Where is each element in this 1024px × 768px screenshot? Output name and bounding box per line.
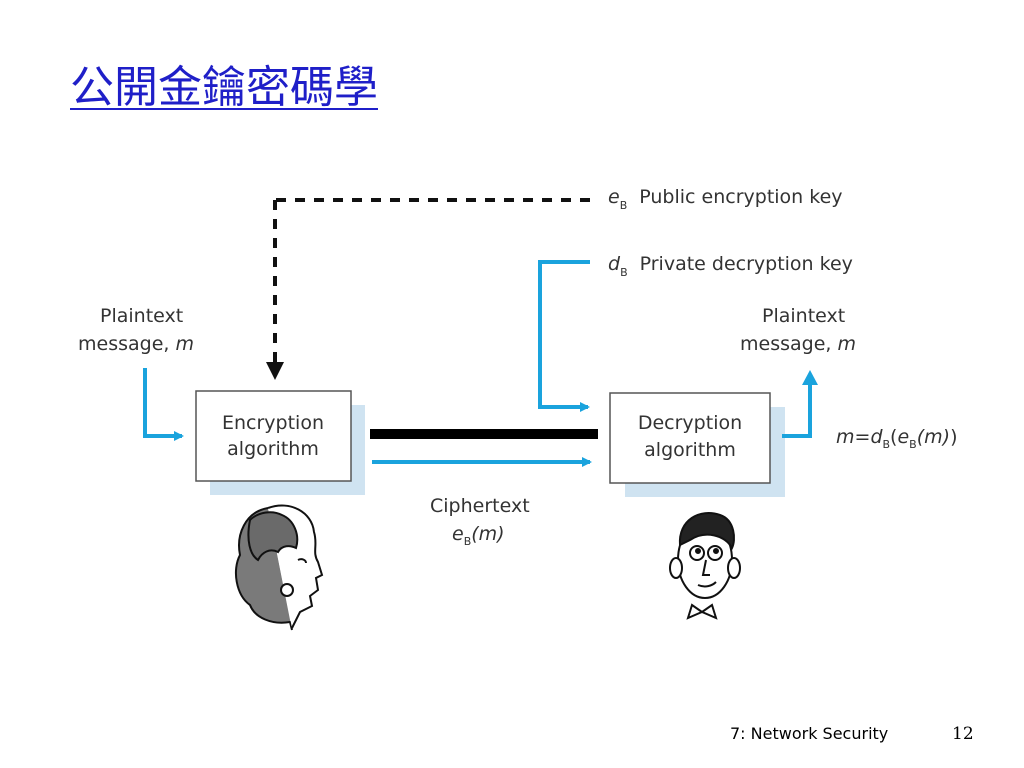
public-key-path bbox=[266, 198, 590, 380]
ciphertext-label: Ciphertext bbox=[430, 495, 530, 517]
encryption-label-line1: Encryption bbox=[222, 412, 324, 434]
plaintext-output-label: Plaintext bbox=[762, 305, 845, 327]
public-key-arrowhead bbox=[266, 362, 284, 380]
alice-illustration bbox=[234, 504, 324, 631]
decryption-box bbox=[609, 392, 771, 484]
plaintext-input-label-line2: message, m bbox=[78, 333, 194, 355]
page-number: 12 bbox=[952, 724, 974, 744]
decryption-formula: m=dB(eB(m)) bbox=[836, 426, 957, 451]
channel-bar bbox=[370, 429, 598, 439]
plaintext-input-label: Plaintext bbox=[100, 305, 183, 327]
plaintext-output-label-line2: message, m bbox=[740, 333, 856, 355]
private-key-path bbox=[538, 260, 590, 412]
plaintext-output-arrow bbox=[782, 385, 812, 438]
decryption-label-line1: Decryption bbox=[638, 412, 742, 434]
bob-illustration bbox=[669, 512, 741, 620]
plaintext-input-arrow bbox=[143, 368, 184, 441]
slide-title: 公開金鑰密碼學 bbox=[70, 62, 378, 113]
footer-section-label: 7: Network Security bbox=[730, 724, 889, 743]
decryption-label-line2: algorithm bbox=[644, 439, 736, 461]
ciphertext-formula: eB(m) bbox=[452, 523, 505, 548]
plaintext-output-arrowhead bbox=[802, 370, 818, 385]
encryption-label-line2: algorithm bbox=[227, 438, 319, 460]
encryption-box bbox=[195, 390, 352, 482]
